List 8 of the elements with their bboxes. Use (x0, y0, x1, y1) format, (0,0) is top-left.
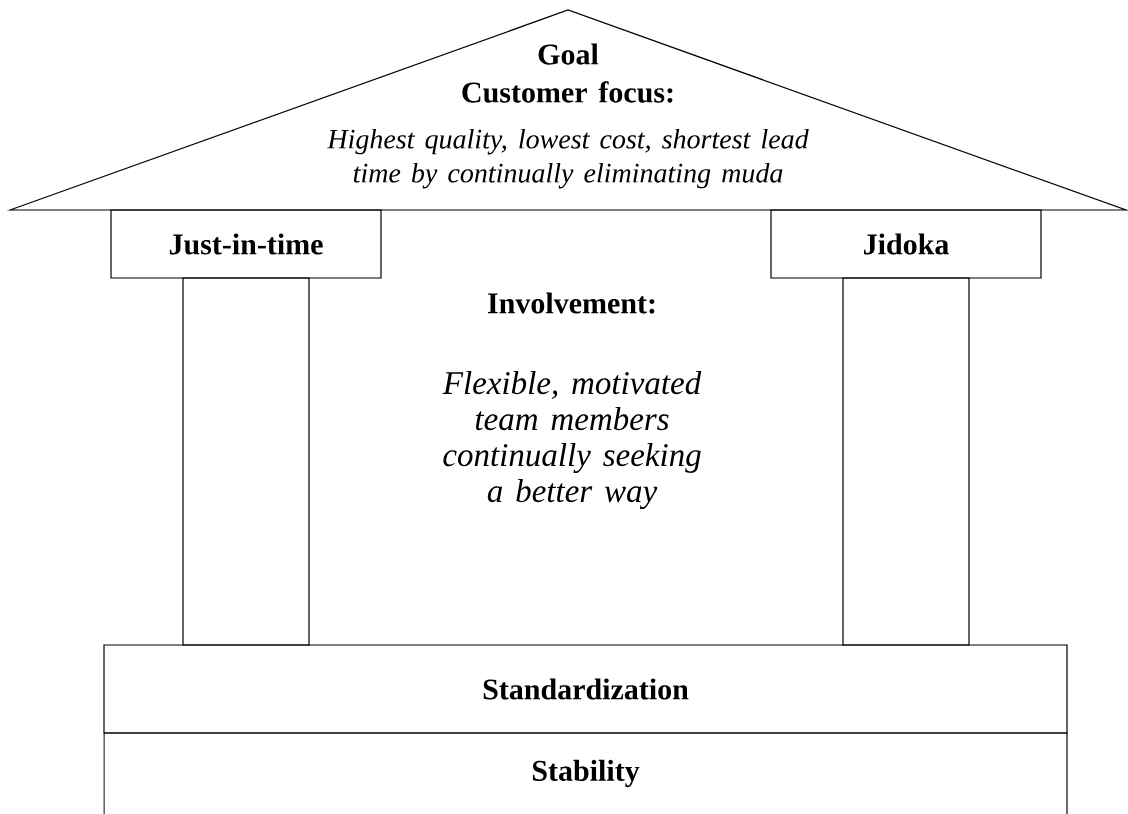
pillar-capital: Jidoka (770, 209, 1042, 279)
foundation-base: Stability (103, 732, 1068, 814)
description: Flexible, motivated team members continually seeking a better way (442, 371, 702, 509)
pillar-capital: Just-in-time (110, 209, 382, 279)
pillar (182, 277, 310, 646)
heading: Involvement: (488, 292, 655, 314)
pillar (842, 277, 970, 646)
foundation-band: Standardization (103, 644, 1068, 734)
